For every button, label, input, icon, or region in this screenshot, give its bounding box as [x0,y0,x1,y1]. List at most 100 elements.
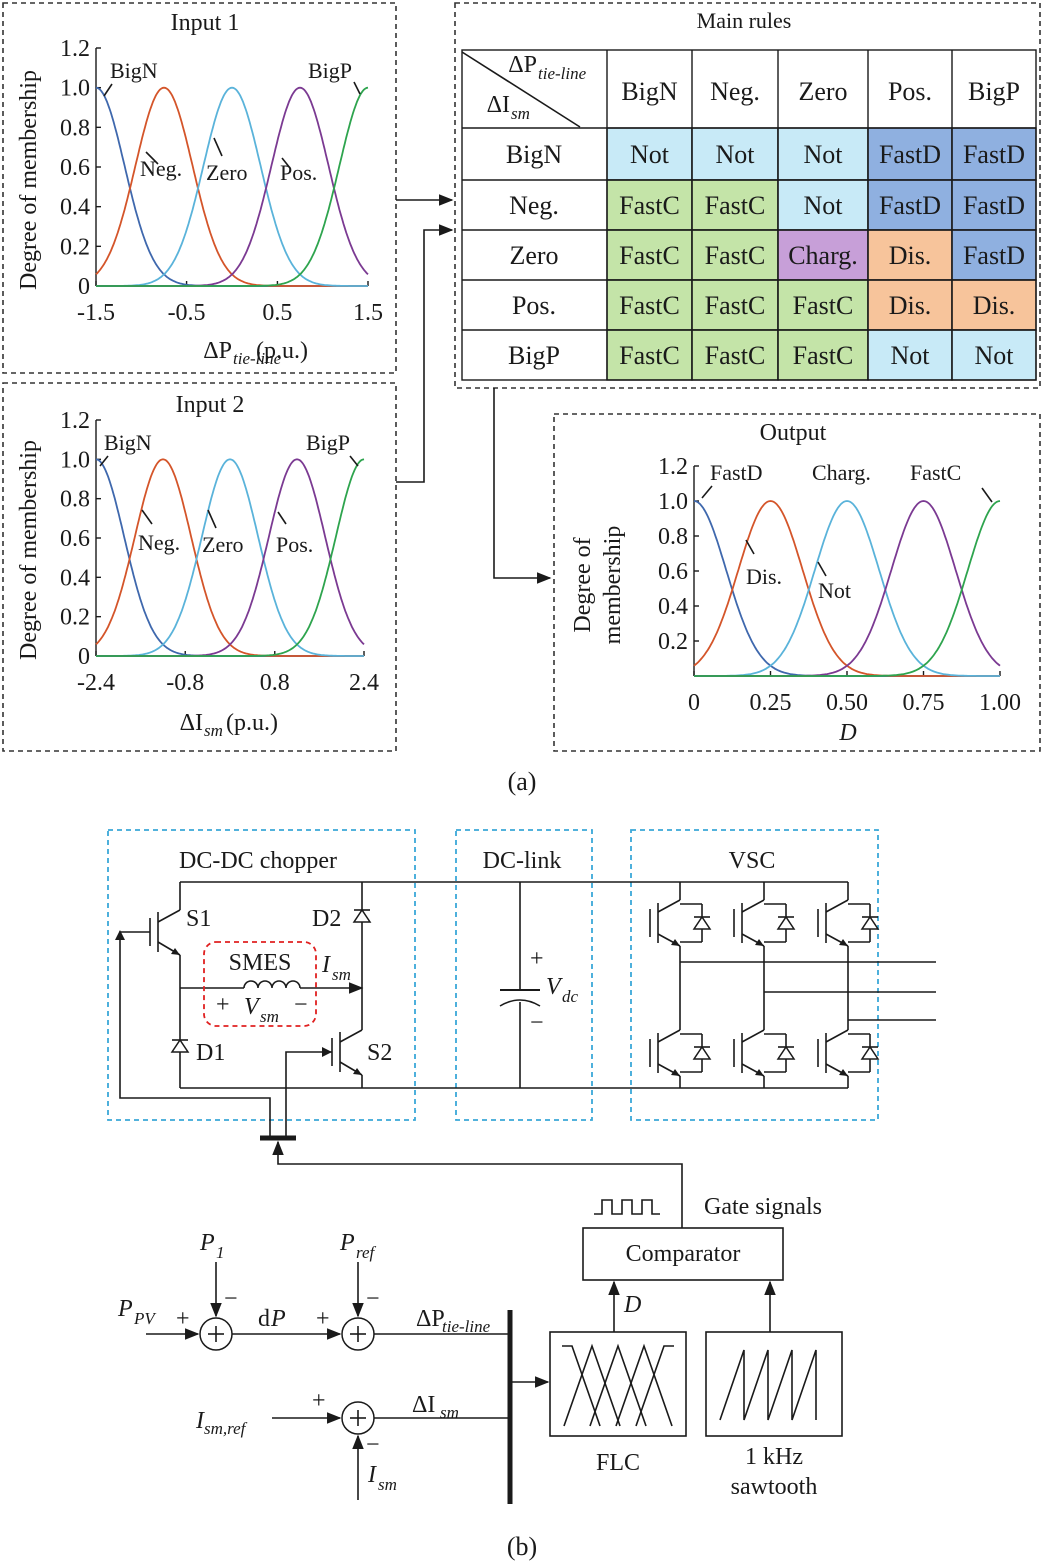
ytick-label: 1.2 [60,36,90,62]
ytick-label: 0.6 [60,526,90,552]
d2-diode-icon [352,908,372,923]
rule-cell [777,179,869,231]
gate-signals-label: Gate signals [704,1194,822,1220]
vdc-sub: dc [562,987,579,1006]
rule-cell-text: FastC [705,241,766,270]
rule-cell-text: FastC [705,291,766,320]
pref-main: P [339,1230,355,1256]
membership-curve [694,500,1001,677]
xtick-label: 0.8 [260,670,290,696]
vsm-sub: sm [260,1007,279,1026]
output-xlabel: D [838,720,856,746]
caption-b: (b) [507,1532,537,1561]
output-title: Output [760,420,827,446]
input2-title: Input 2 [176,392,245,418]
mf-label: BigN [110,58,158,83]
xtick-label: 2.4 [349,670,379,696]
xtick-label: 0.25 [750,690,792,716]
rules-col-header: BigP [968,77,1020,106]
rule-cell [951,127,1037,181]
s2-label: S2 [367,1040,392,1066]
ytick-label: 1.2 [60,408,90,434]
sawtooth-block [705,1331,843,1437]
xtick-label: -0.5 [168,300,206,326]
ismref-main: I [195,1408,205,1434]
dism-sub: sm [440,1403,459,1422]
rules-row-header: BigP [508,341,560,370]
d-label: D [623,1292,641,1318]
dclink-box [455,829,593,1121]
mf-label: Pos. [276,532,313,557]
ytick-label: 0.8 [658,524,688,550]
membership-curve [96,458,365,657]
output-panel: Output Degree of membership 0.20.40.60.8… [553,413,1041,752]
dism-main: ΔI [412,1392,435,1418]
rules-col-header: BigN [621,77,678,106]
xtick-label: 0.50 [826,690,868,716]
rules-title: Main rules [697,8,792,33]
rules-header-row-main: ΔI [487,92,510,118]
rules-row-header: Neg. [509,191,559,220]
xtick-label: -1.5 [77,300,115,326]
input2-ylabel: Degree of membership [16,440,42,660]
p1-sub: 1 [216,1243,225,1262]
membership-curve [95,458,364,657]
mf-label: Charg. [812,460,871,485]
rule-cell [606,229,693,281]
summer2-plus: + [316,1306,330,1332]
ytick-label: 1.0 [658,489,688,515]
rule-cell-text: Dis. [973,291,1016,320]
membership-curve [96,458,364,657]
panel-a-connectors [396,194,552,584]
p1-main: P [199,1230,215,1256]
smes-label: SMES [229,950,292,976]
igbt-icon [733,899,796,947]
ytick-label: 1.2 [658,454,688,480]
igbt-icon [817,899,880,947]
rule-cell-text: FastD [879,191,941,220]
ism-fb-main: I [367,1462,377,1488]
mf-label: FastD [710,460,763,485]
rules-header-row-sub: sm [511,104,530,123]
mf-label: Pos. [280,160,317,185]
vsm-plus: + [216,992,230,1018]
ytick-label: 1.0 [60,447,90,473]
flc-label: FLC [596,1450,640,1476]
membership-curve [694,500,1000,677]
ismref-sub: sm,ref [204,1419,248,1438]
rule-cell-text: FastC [619,291,680,320]
membership-curve [96,86,369,287]
rule-cell-text: FastC [705,341,766,370]
igbt-icon [649,1029,712,1077]
sawtooth-icon [719,1349,817,1421]
rule-cell-text: Dis. [889,241,932,270]
d1-label: D1 [196,1040,225,1066]
summer1-plus: + [176,1306,190,1332]
ytick-label: 0.8 [60,115,90,141]
vdc-minus: − [530,1010,544,1036]
ism-fb-sub: sm [378,1475,397,1494]
summer3-plus: + [312,1388,326,1414]
ytick-label: 0 [78,644,90,670]
input2-panel: Input 2 Degree of membership 00.20.40.60… [2,382,397,752]
dp-var: P [270,1306,286,1332]
rule-cell-text: Charg. [788,241,858,270]
sawtooth-line2: sawtooth [731,1474,818,1500]
input1-ylabel: Degree of membership [16,70,42,290]
summer3-minus: − [366,1432,380,1458]
igbt-icon [733,1029,796,1077]
ytick-label: 0.6 [60,155,90,181]
xtick-label: -0.8 [166,670,204,696]
output-ylabel-line2: membership [600,526,626,645]
vsc-box [630,829,879,1121]
mf-label: BigN [104,430,152,455]
input1-panel: Input 1 Degree of membership 00.20.40.60… [2,2,397,374]
circuit: DC-DC chopper DC-link VSC S1 D1 D2 [107,829,936,1228]
rule-cell-text: Not [804,191,844,220]
mf-label: Dis. [746,564,782,589]
dptie-main: ΔP [416,1306,445,1332]
input2-xlabel-unit: (p.u.) [226,710,278,736]
rules-col-header: Pos. [888,77,932,106]
ytick-label: 0.2 [60,234,90,260]
